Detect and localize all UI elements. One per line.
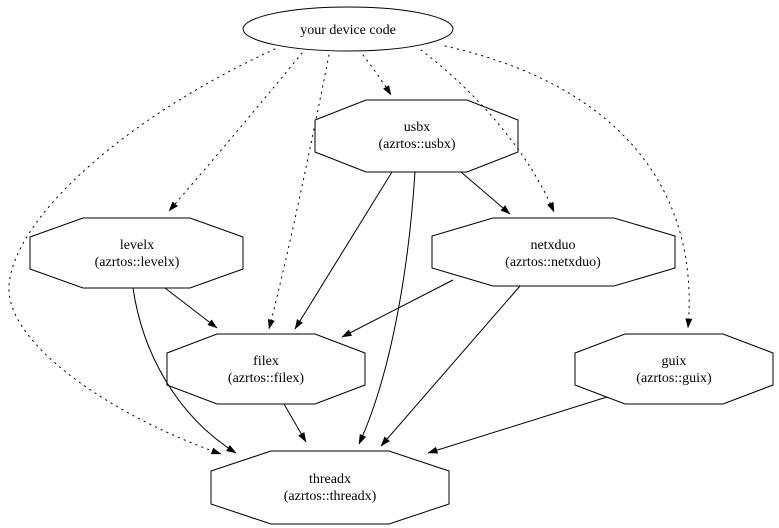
device-code-ellipse (242, 6, 454, 52)
edge-netxduo-filex (341, 279, 454, 338)
levelx-title: levelx (120, 238, 154, 253)
guix-subtitle: (azrtos::guix) (636, 371, 712, 386)
usbx-octagon (314, 99, 519, 173)
usbx-subtitle: (azrtos::usbx) (379, 137, 456, 152)
edge-filex-threadx (283, 403, 307, 443)
netxduo-octagon (431, 217, 676, 287)
levelx-subtitle: (azrtos::levelx) (95, 255, 180, 270)
edge-device-code-filex (267, 54, 330, 330)
netxduo-subtitle: (azrtos::netxduo) (505, 255, 601, 270)
device-code-label: your device code (300, 23, 396, 38)
threadx-octagon (210, 450, 450, 525)
guix-octagon (574, 333, 774, 405)
filex-octagon (166, 333, 366, 405)
edge-usbx-threadx (358, 171, 416, 445)
node-guix: guix (azrtos::guix) (574, 333, 774, 405)
node-threadx: threadx (azrtos::threadx) (210, 450, 450, 525)
edge-usbx-filex (294, 171, 393, 330)
edge-device-code-guix (444, 45, 693, 329)
threadx-subtitle: (azrtos::threadx) (284, 489, 377, 504)
node-device-code: your device code (242, 6, 454, 52)
usbx-title: usbx (404, 120, 430, 135)
node-netxduo: netxduo (azrtos::netxduo) (431, 217, 676, 287)
edge-netxduo-threadx (380, 285, 521, 447)
edge-device-code-threadx (8, 48, 276, 455)
edge-levelx-threadx (132, 287, 237, 454)
edge-guix-threadx (427, 396, 608, 454)
filex-title: filex (253, 354, 279, 369)
edge-device-code-levelx (168, 52, 303, 212)
node-filex: filex (azrtos::filex) (166, 333, 366, 405)
node-usbx: usbx (azrtos::usbx) (314, 99, 519, 173)
filex-subtitle: (azrtos::filex) (228, 371, 305, 386)
edge-device-code-netxduo (420, 49, 555, 213)
node-levelx: levelx (azrtos::levelx) (29, 217, 244, 289)
netxduo-title: netxduo (530, 238, 575, 253)
edge-levelx-filex (164, 287, 218, 329)
levelx-octagon (29, 217, 244, 289)
edge-device-code-usbx (362, 54, 392, 96)
edge-usbx-netxduo (460, 171, 511, 215)
guix-title: guix (662, 354, 687, 369)
threadx-title: threadx (309, 472, 351, 487)
